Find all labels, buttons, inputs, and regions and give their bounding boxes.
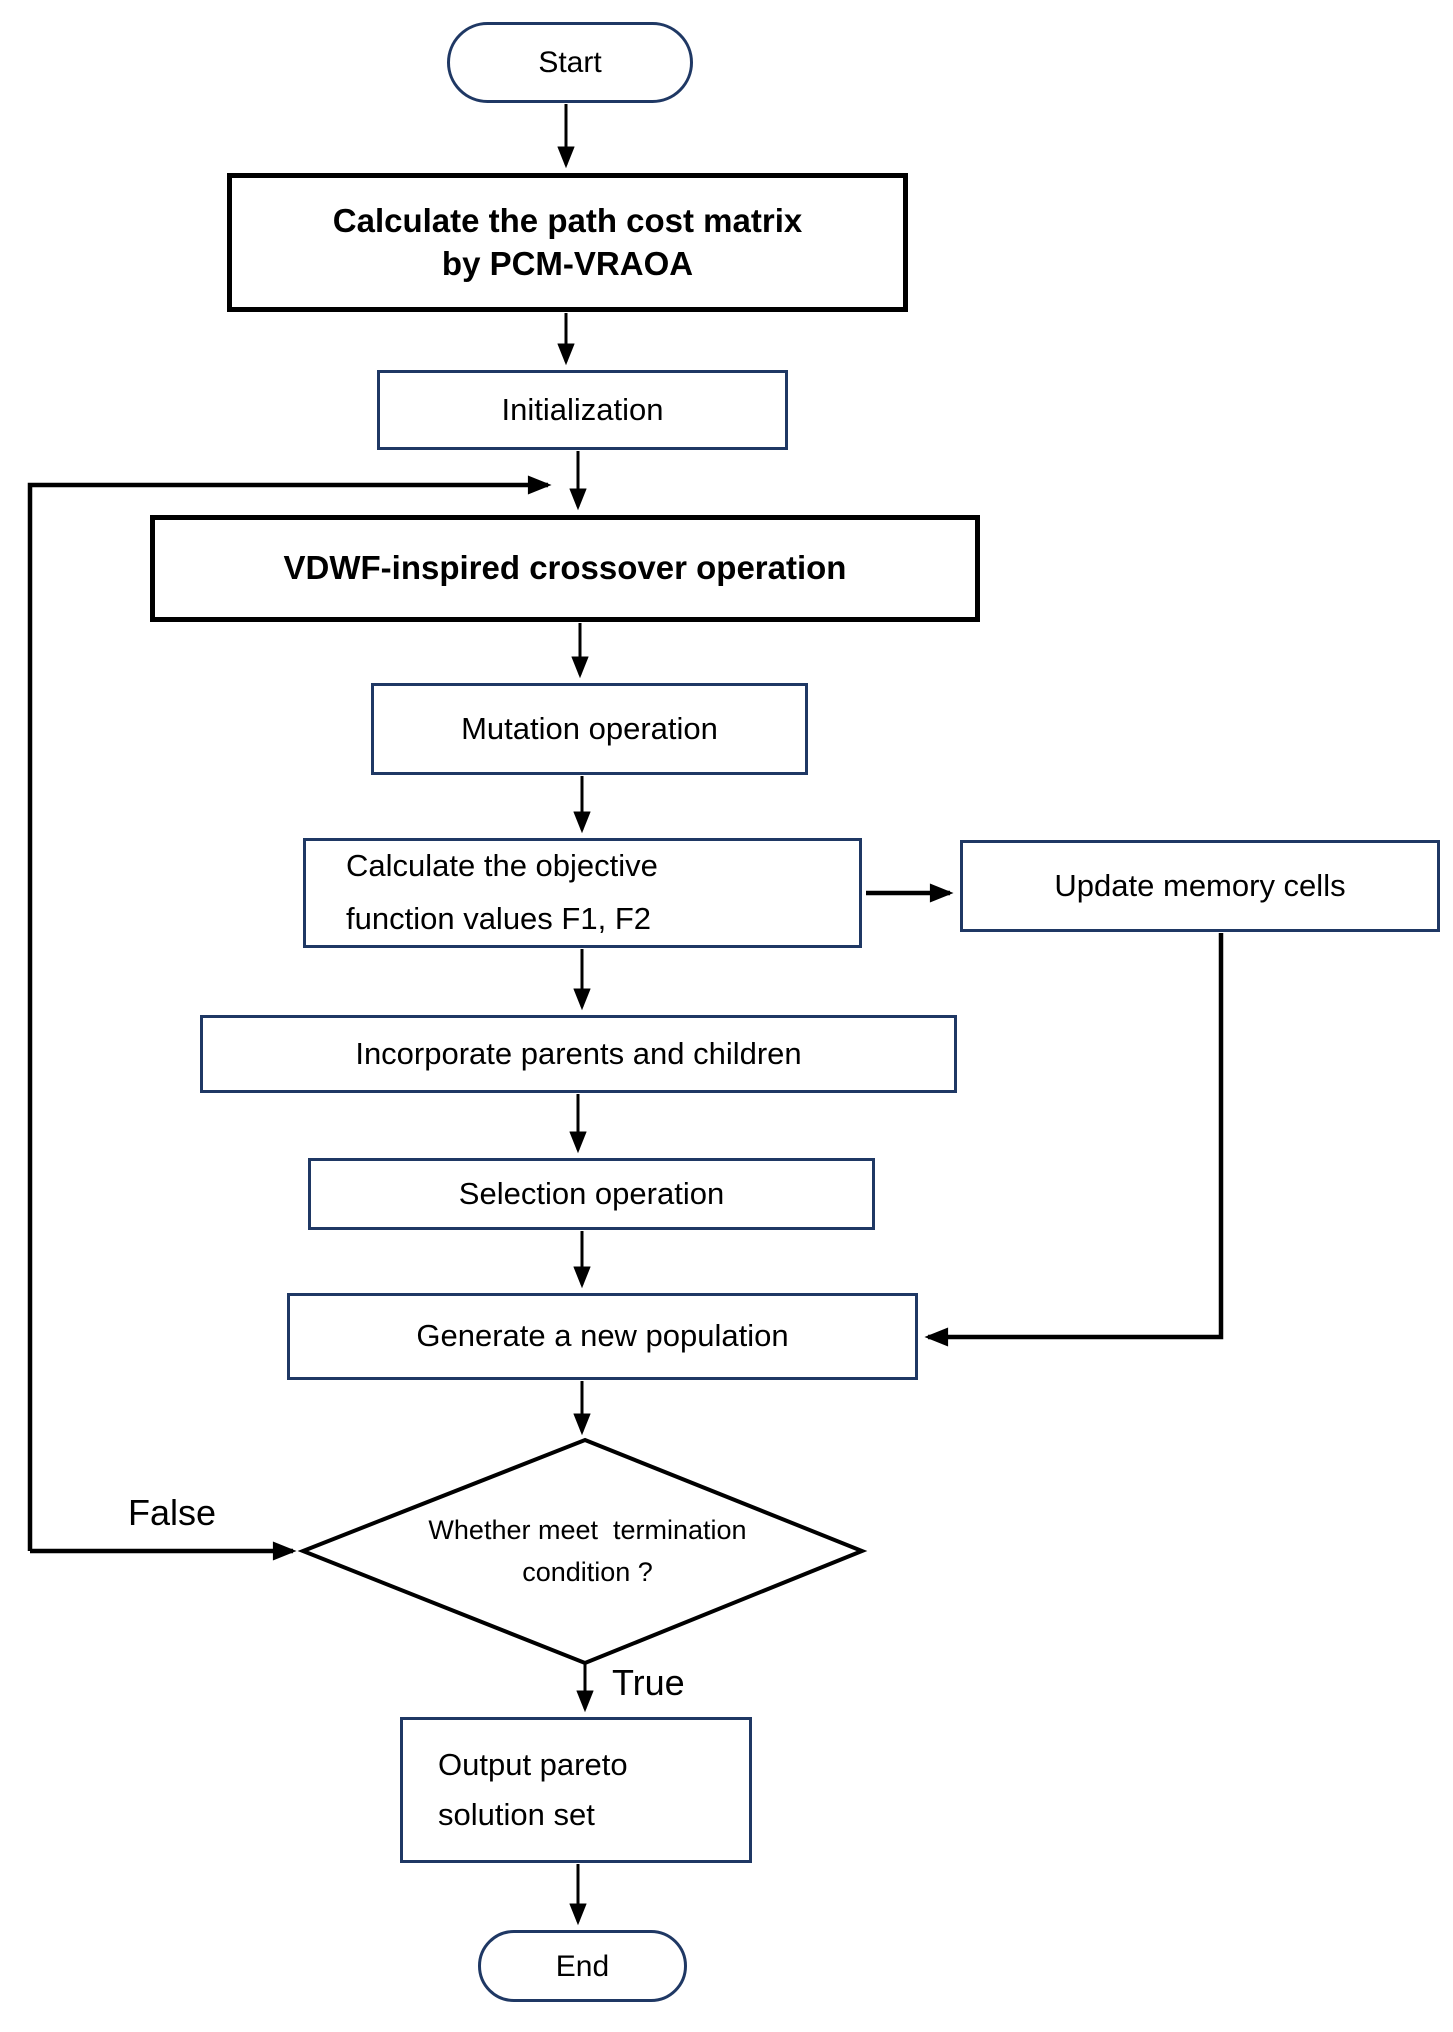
end-label: End <box>555 1949 610 1983</box>
calc-objective-line2: function values F1, F2 <box>346 901 651 936</box>
generate-new-population-label: Generate a new population <box>416 1318 789 1354</box>
selection-operation-label: Selection operation <box>458 1175 725 1211</box>
decision-diamond <box>297 1437 868 1666</box>
initialization-label: Initialization <box>501 391 664 427</box>
calc-path-cost-box: Calculate the path cost matrix by PCM-VR… <box>227 173 908 312</box>
calc-objective-box: Calculate the objective function values … <box>303 838 862 948</box>
elbow-false-loop-up <box>27 475 552 1551</box>
output-pareto-line1: Output pareto <box>438 1747 628 1783</box>
false-branch-label: False <box>128 1492 217 1533</box>
calc-objective-line1: Calculate the objective <box>346 848 658 884</box>
output-pareto-line2: solution set <box>438 1797 595 1832</box>
elbow-update-to-generate <box>924 933 1224 1347</box>
mutation-operation-label: Mutation operation <box>461 710 718 746</box>
incorporate-parents-children-box: Incorporate parents and children <box>200 1015 957 1093</box>
output-pareto-box: Output pareto solution set <box>400 1717 752 1863</box>
start-terminator: Start <box>447 22 693 103</box>
start-label: Start <box>538 46 602 79</box>
mutation-operation-box: Mutation operation <box>371 683 808 775</box>
incorporate-parents-children-label: Incorporate parents and children <box>355 1035 802 1071</box>
end-terminator: End <box>478 1930 687 2002</box>
vdwf-crossover-label: VDWF-inspired crossover operation <box>283 549 847 587</box>
termination-decision-line2: condition ? <box>522 1557 653 1587</box>
true-branch-label: True <box>612 1662 685 1703</box>
update-memory-cells-box: Update memory cells <box>960 840 1440 932</box>
vdwf-crossover-box: VDWF-inspired crossover operation <box>150 515 980 622</box>
calc-path-cost-line2: by PCM-VRAOA <box>441 244 694 282</box>
update-memory-cells-label: Update memory cells <box>1054 867 1346 903</box>
termination-decision-line1: Whether meet termination <box>428 1515 747 1546</box>
initialization-box: Initialization <box>377 370 788 450</box>
selection-operation-box: Selection operation <box>308 1158 875 1230</box>
termination-decision-text: Whether meet termination condition ? <box>405 1487 770 1617</box>
calc-path-cost-line1: Calculate the path cost matrix <box>332 201 803 239</box>
generate-new-population-box: Generate a new population <box>287 1293 918 1380</box>
